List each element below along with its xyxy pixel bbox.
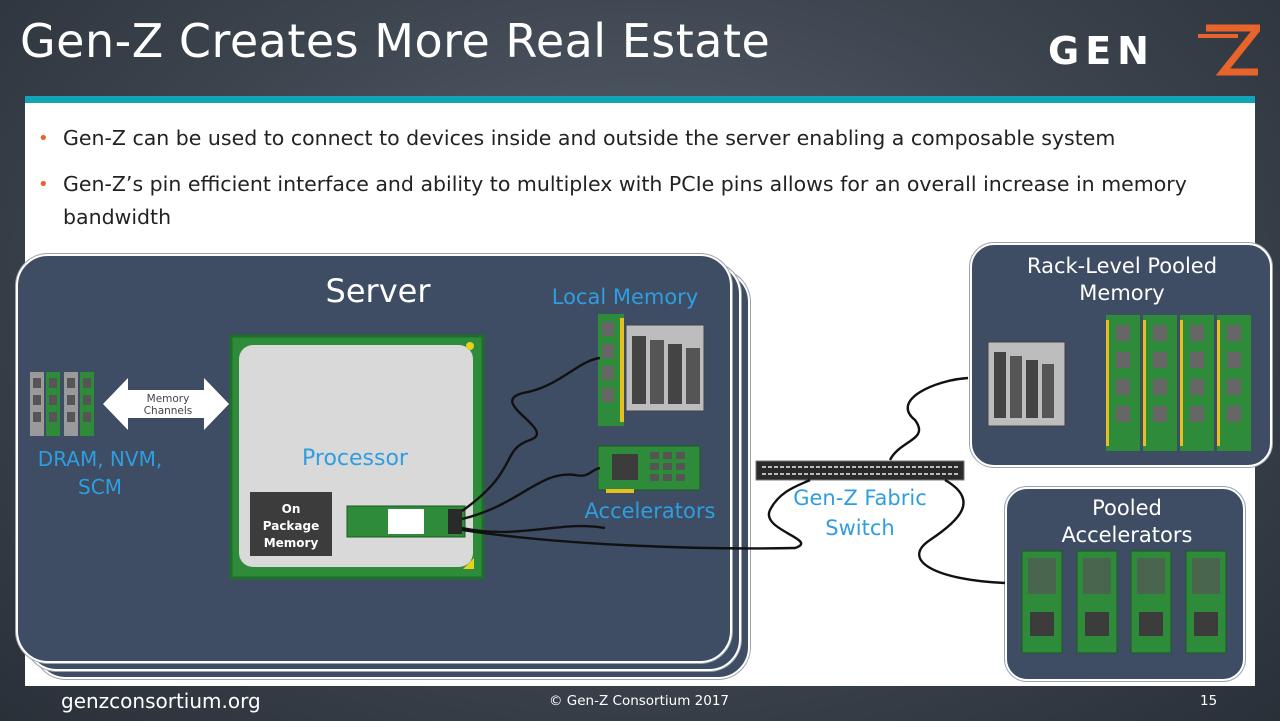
accelerators-label: Accelerators: [585, 499, 716, 523]
on-package-memory-label: Package: [263, 519, 320, 533]
on-package-memory: [250, 492, 332, 556]
on-package-memory-label: Memory: [264, 536, 319, 550]
dram-modules-icon: [30, 372, 94, 436]
svg-text:GEN: GEN: [1048, 29, 1155, 73]
footer-website: genzconsortium.org: [61, 689, 261, 713]
rack-memory-label: Memory: [1079, 281, 1164, 305]
processor-label: Processor: [302, 446, 409, 471]
on-package-memory-label: On: [282, 502, 301, 516]
rack-memory-label: Rack-Level Pooled: [1027, 254, 1217, 278]
local-memory-modules-icon: [598, 314, 705, 426]
page-number: 15: [1200, 693, 1218, 709]
bullet-marker: •: [38, 128, 49, 149]
pooled-accelerators-label: Accelerators: [1062, 523, 1193, 547]
dram-label: SCM: [78, 475, 122, 499]
server-label: Server: [326, 272, 432, 310]
interconnect-cables: [461, 356, 1006, 585]
bullet-item: • Gen-Z can be used to connect to device…: [38, 122, 1218, 155]
memory-channels-label: Memory: [147, 393, 190, 405]
fabric-switch-label: Gen-Z Fabric: [793, 486, 927, 510]
fabric-switch-icon: [755, 460, 965, 481]
bullet-marker: •: [38, 174, 49, 195]
bullet-list: • Gen-Z can be used to connect to device…: [38, 122, 1218, 247]
io-port: [346, 505, 466, 538]
bullet-text: Gen-Z’s pin efficient interface and abil…: [63, 172, 1187, 229]
rack-memory-modules-icon: [987, 315, 1251, 451]
gen-z-logo: GEN: [1048, 22, 1266, 82]
slide-title: Gen-Z Creates More Real Estate: [20, 14, 771, 68]
bullet-text: Gen-Z can be used to connect to devices …: [63, 126, 1116, 150]
pooled-accelerator-cards-icon: [1021, 550, 1227, 654]
dram-label: DRAM, NVM,: [38, 447, 162, 471]
pooled-accelerators-label: Pooled: [1092, 496, 1162, 520]
accelerator-card-icon: [597, 445, 701, 493]
local-memory-label: Local Memory: [552, 285, 699, 309]
memory-channels-arrow-icon: [103, 378, 229, 430]
fabric-switch-label: Switch: [825, 516, 894, 540]
memory-channels-label: Channels: [144, 405, 193, 417]
bullet-item: • Gen-Z’s pin efficient interface and ab…: [38, 168, 1218, 234]
footer-copyright: © Gen-Z Consortium 2017: [549, 693, 730, 709]
